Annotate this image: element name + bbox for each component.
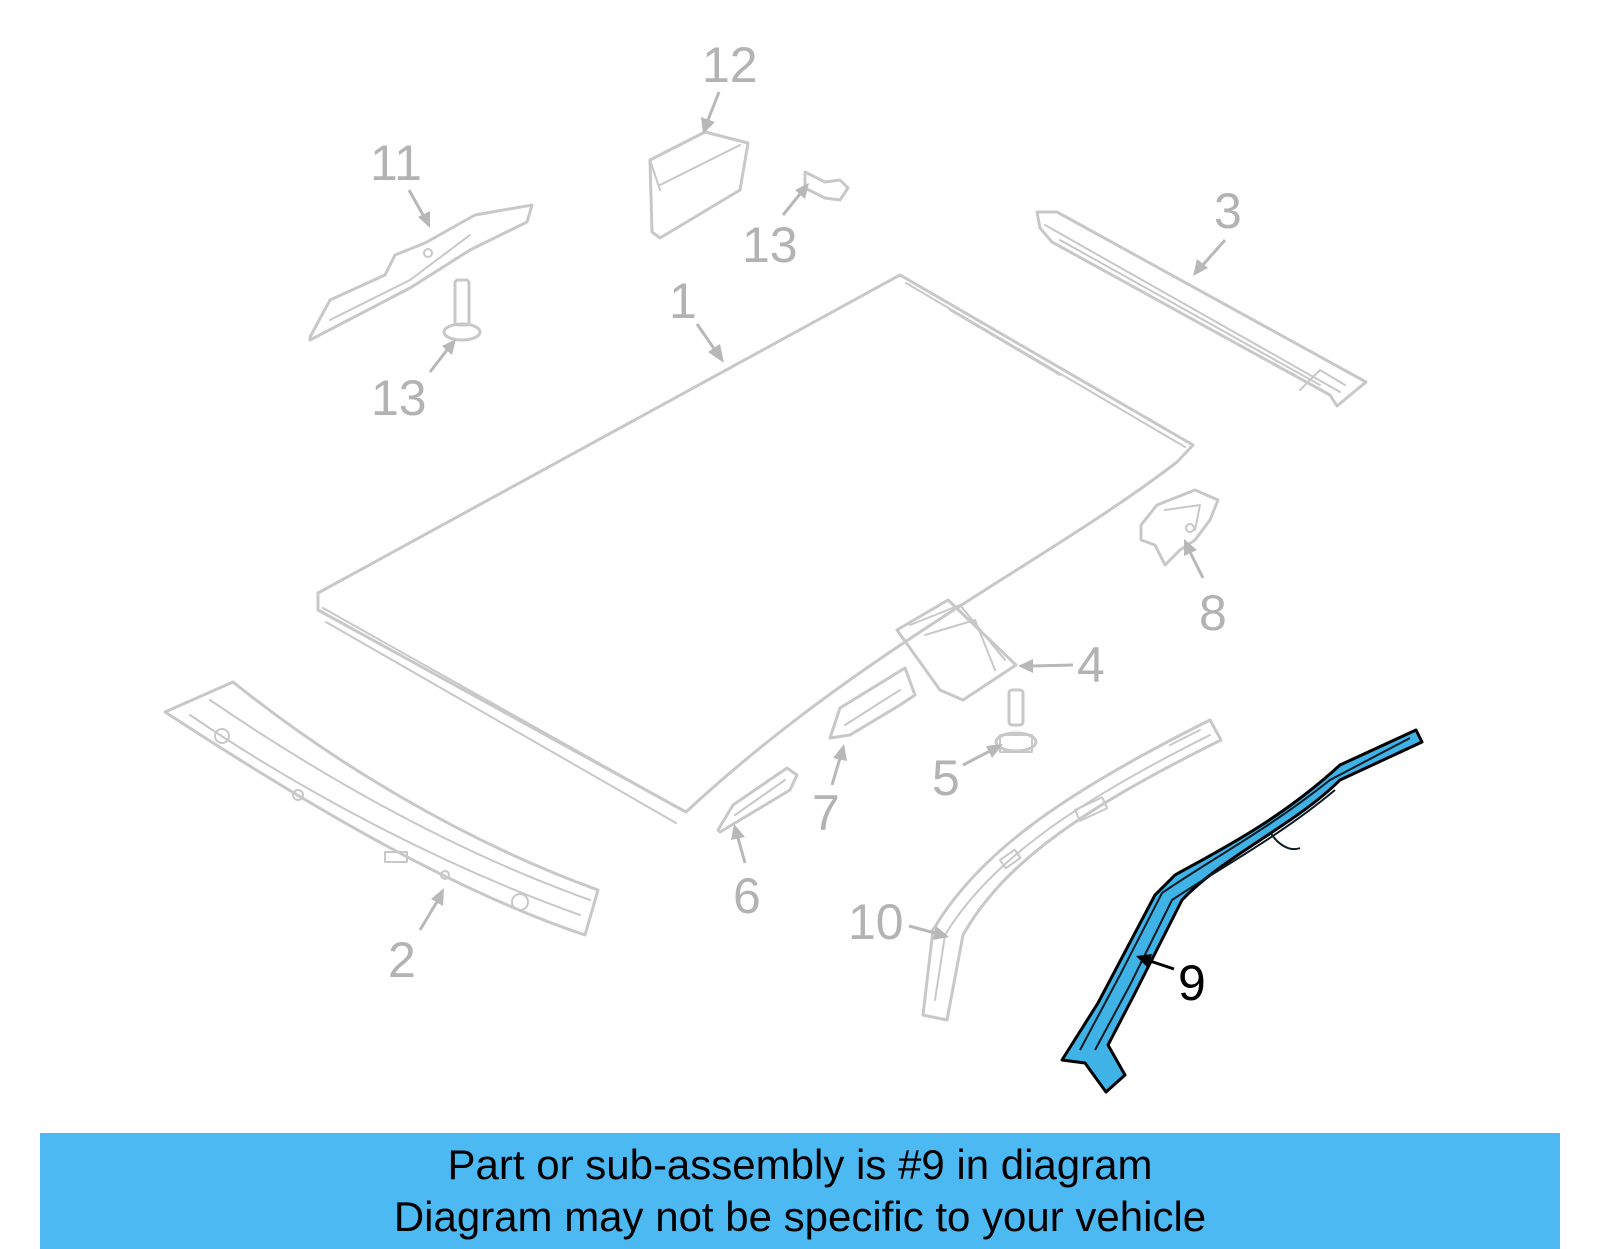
svg-text:8: 8 bbox=[1199, 585, 1227, 641]
callout-13-upper: 13 bbox=[742, 183, 809, 273]
callout-10: 10 bbox=[848, 894, 949, 950]
part-4-roof-bow[interactable] bbox=[895, 598, 1018, 702]
svg-text:4: 4 bbox=[1077, 637, 1105, 693]
callout-8: 8 bbox=[1184, 539, 1227, 641]
callout-11: 11 bbox=[370, 135, 430, 228]
svg-text:2: 2 bbox=[388, 932, 416, 988]
banner-line-2: Diagram may not be specific to your vehi… bbox=[393, 1193, 1207, 1240]
svg-text:1: 1 bbox=[669, 273, 697, 329]
callout-4: 4 bbox=[1018, 637, 1105, 693]
svg-text:7: 7 bbox=[812, 785, 840, 841]
part-5-bolt[interactable] bbox=[994, 688, 1038, 753]
part-9-roof-side-rail[interactable] bbox=[1060, 728, 1424, 1094]
part-2-front-header[interactable] bbox=[163, 680, 600, 937]
part-3-rear-roof-rail[interactable] bbox=[1035, 210, 1368, 408]
info-banner: Part or sub-assembly is #9 in diagram Di… bbox=[40, 1133, 1560, 1249]
svg-text:11: 11 bbox=[370, 135, 422, 191]
svg-text:13: 13 bbox=[371, 370, 427, 426]
part-12-bracket[interactable] bbox=[648, 130, 750, 240]
part-6-bracket[interactable] bbox=[716, 766, 799, 834]
part-13-bolt-left[interactable] bbox=[442, 278, 482, 342]
callout-13-left: 13 bbox=[371, 339, 456, 426]
svg-text:9: 9 bbox=[1178, 955, 1206, 1011]
banner-line-1: Part or sub-assembly is #9 in diagram bbox=[447, 1141, 1153, 1188]
callout-12: 12 bbox=[701, 37, 758, 134]
svg-text:10: 10 bbox=[848, 894, 904, 950]
callout-3: 3 bbox=[1193, 183, 1242, 276]
svg-text:12: 12 bbox=[702, 37, 758, 93]
svg-text:3: 3 bbox=[1214, 183, 1242, 239]
part-13-bolt-upper[interactable] bbox=[803, 170, 850, 202]
part-10-side-rail-inner[interactable] bbox=[921, 718, 1223, 1022]
callout-2: 2 bbox=[388, 888, 444, 988]
part-7-reinforcement[interactable] bbox=[828, 666, 917, 740]
callout-5: 5 bbox=[932, 744, 1003, 806]
callout-7: 7 bbox=[812, 744, 847, 841]
callout-6: 6 bbox=[731, 824, 761, 924]
svg-text:5: 5 bbox=[932, 750, 960, 806]
callout-1: 1 bbox=[669, 273, 724, 363]
svg-text:13: 13 bbox=[742, 217, 798, 273]
part-1-roof-panel[interactable] bbox=[316, 273, 1195, 824]
part-11-bracket[interactable] bbox=[308, 203, 534, 342]
part-8-bracket[interactable] bbox=[1139, 488, 1220, 567]
svg-text:6: 6 bbox=[733, 868, 761, 924]
callout-9[interactable]: 9 bbox=[1136, 954, 1206, 1011]
